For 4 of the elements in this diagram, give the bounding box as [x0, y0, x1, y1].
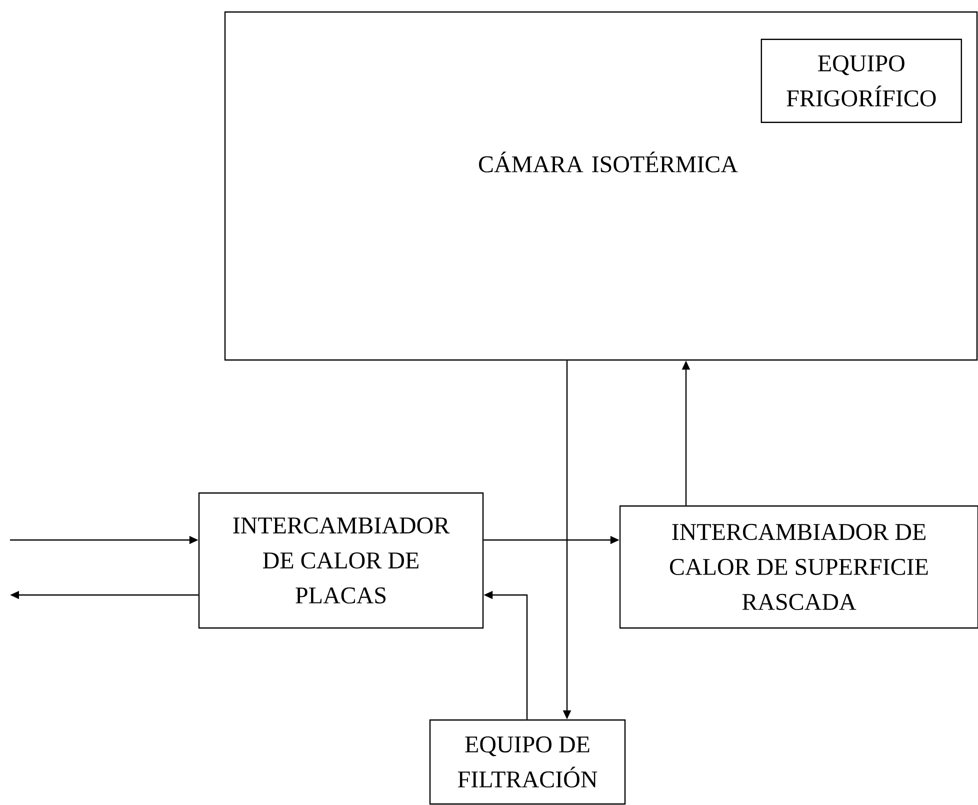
process-box: INTERCAMBIADOR DE CALOR DE PLACAS [198, 492, 484, 629]
process-box: EQUIPO FRIGORÍFICO [760, 38, 962, 123]
process-box: INTERCAMBIADOR DE CALOR DE SUPERFICIE RASCADA [619, 505, 978, 629]
process-box: EQUIPO DE FILTRACIÓN [429, 719, 626, 805]
